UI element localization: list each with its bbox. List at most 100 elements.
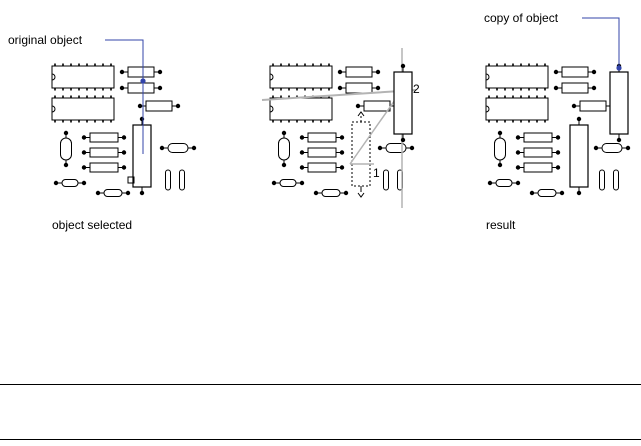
resistor-terminal-dot <box>176 104 180 108</box>
capsule-terminal-dot <box>160 146 164 150</box>
ic-chip <box>52 66 114 88</box>
resistor-terminal-dot <box>554 70 558 74</box>
resistor-terminal-dot <box>556 165 560 169</box>
tall-resistor <box>610 72 628 134</box>
tall-resistor <box>394 72 412 134</box>
tall-resistor-terminal-dot <box>140 117 144 121</box>
resistor-terminal-dot <box>158 86 162 90</box>
capsule-terminal-dot <box>626 146 630 150</box>
ic-chip <box>52 98 114 120</box>
tall-resistor-terminal-dot <box>401 64 405 68</box>
tall-resistor-terminal-dot <box>401 138 405 142</box>
tall-resistor <box>570 125 588 187</box>
capsule-terminal-dot <box>378 146 382 150</box>
resistor <box>146 101 172 111</box>
resistor-terminal-dot <box>556 135 560 139</box>
resistor-terminal-dot <box>82 135 86 139</box>
capsule <box>495 138 506 160</box>
ic-chip <box>270 98 332 120</box>
resistor <box>128 83 154 93</box>
resistor-terminal-dot <box>158 70 162 74</box>
resistor-terminal-dot <box>356 104 360 108</box>
base-point-label: 1 <box>373 166 380 180</box>
capsule <box>496 180 512 187</box>
capsule-terminal-dot <box>126 191 130 195</box>
ghost-arrow <box>358 193 364 197</box>
resistor-terminal-dot <box>592 86 596 90</box>
resistor-terminal-dot <box>376 70 380 74</box>
construction-line <box>262 90 416 100</box>
capsule <box>279 138 290 160</box>
resistor <box>90 148 118 157</box>
capsule <box>62 180 78 187</box>
capsule <box>322 190 340 197</box>
capsule-terminal-dot <box>282 131 286 135</box>
resistor <box>308 148 336 157</box>
resistor-terminal-dot <box>338 70 342 74</box>
capsule-terminal-dot <box>54 181 58 185</box>
capsule <box>104 190 122 197</box>
capsule-terminal-dot <box>560 191 564 195</box>
resistor-terminal-dot <box>120 86 124 90</box>
resistor <box>562 67 588 77</box>
resistor <box>524 133 552 142</box>
capsule <box>600 170 605 190</box>
resistor-terminal-dot <box>556 150 560 154</box>
capsule-terminal-dot <box>192 146 196 150</box>
resistor-terminal-dot <box>376 86 380 90</box>
capsule-terminal-dot <box>64 163 68 167</box>
resistor-terminal-dot <box>592 70 596 74</box>
resistor-terminal-dot <box>300 150 304 154</box>
panel-copy-in-progress <box>262 48 416 208</box>
resistor <box>562 83 588 93</box>
resistor-terminal-dot <box>120 70 124 74</box>
ic-chip <box>486 66 548 88</box>
panel-object-selected <box>52 64 196 197</box>
capsule-terminal-dot <box>282 163 286 167</box>
capsule-terminal-dot <box>498 163 502 167</box>
tall-resistor <box>133 125 151 187</box>
resistor <box>308 163 336 172</box>
capsule <box>180 170 185 190</box>
resistor <box>346 67 372 77</box>
resistor-terminal-dot <box>516 135 520 139</box>
result-caption: result <box>486 218 515 232</box>
capsule-terminal-dot <box>300 181 304 185</box>
resistor-terminal-dot <box>572 104 576 108</box>
capsule-terminal-dot <box>64 131 68 135</box>
capsule-terminal-dot <box>530 191 534 195</box>
copy-of-object-leader <box>582 18 619 66</box>
resistor <box>128 67 154 77</box>
resistor <box>524 148 552 157</box>
copy-grip <box>616 65 621 70</box>
capsule-terminal-dot <box>516 181 520 185</box>
capsule-terminal-dot <box>410 146 414 150</box>
tall-resistor-terminal-dot <box>617 138 621 142</box>
top-divider-line <box>0 384 641 385</box>
capsule-terminal-dot <box>488 181 492 185</box>
capsule-terminal-dot <box>498 131 502 135</box>
capsule <box>166 170 171 190</box>
resistor <box>364 101 390 111</box>
resistor-terminal-dot <box>554 86 558 90</box>
resistor-terminal-dot <box>122 135 126 139</box>
ghost-arrow <box>358 112 364 116</box>
capsule-terminal-dot <box>96 191 100 195</box>
object-selected-caption: object selected <box>52 218 132 232</box>
copy-of-object-label: copy of object <box>484 11 558 25</box>
resistor-terminal-dot <box>300 165 304 169</box>
resistor-terminal-dot <box>340 150 344 154</box>
tall-resistor-terminal-dot <box>577 191 581 195</box>
capsule <box>280 180 296 187</box>
tall-resistor-terminal-dot <box>140 191 144 195</box>
capsule-terminal-dot <box>344 191 348 195</box>
second-point-label: 2 <box>413 82 420 96</box>
resistor <box>90 133 118 142</box>
capsule <box>538 190 556 197</box>
resistor-terminal-dot <box>82 165 86 169</box>
resistor-terminal-dot <box>122 165 126 169</box>
resistor <box>90 163 118 172</box>
resistor-terminal-dot <box>122 150 126 154</box>
resistor-terminal-dot <box>516 150 520 154</box>
resistor <box>308 133 336 142</box>
